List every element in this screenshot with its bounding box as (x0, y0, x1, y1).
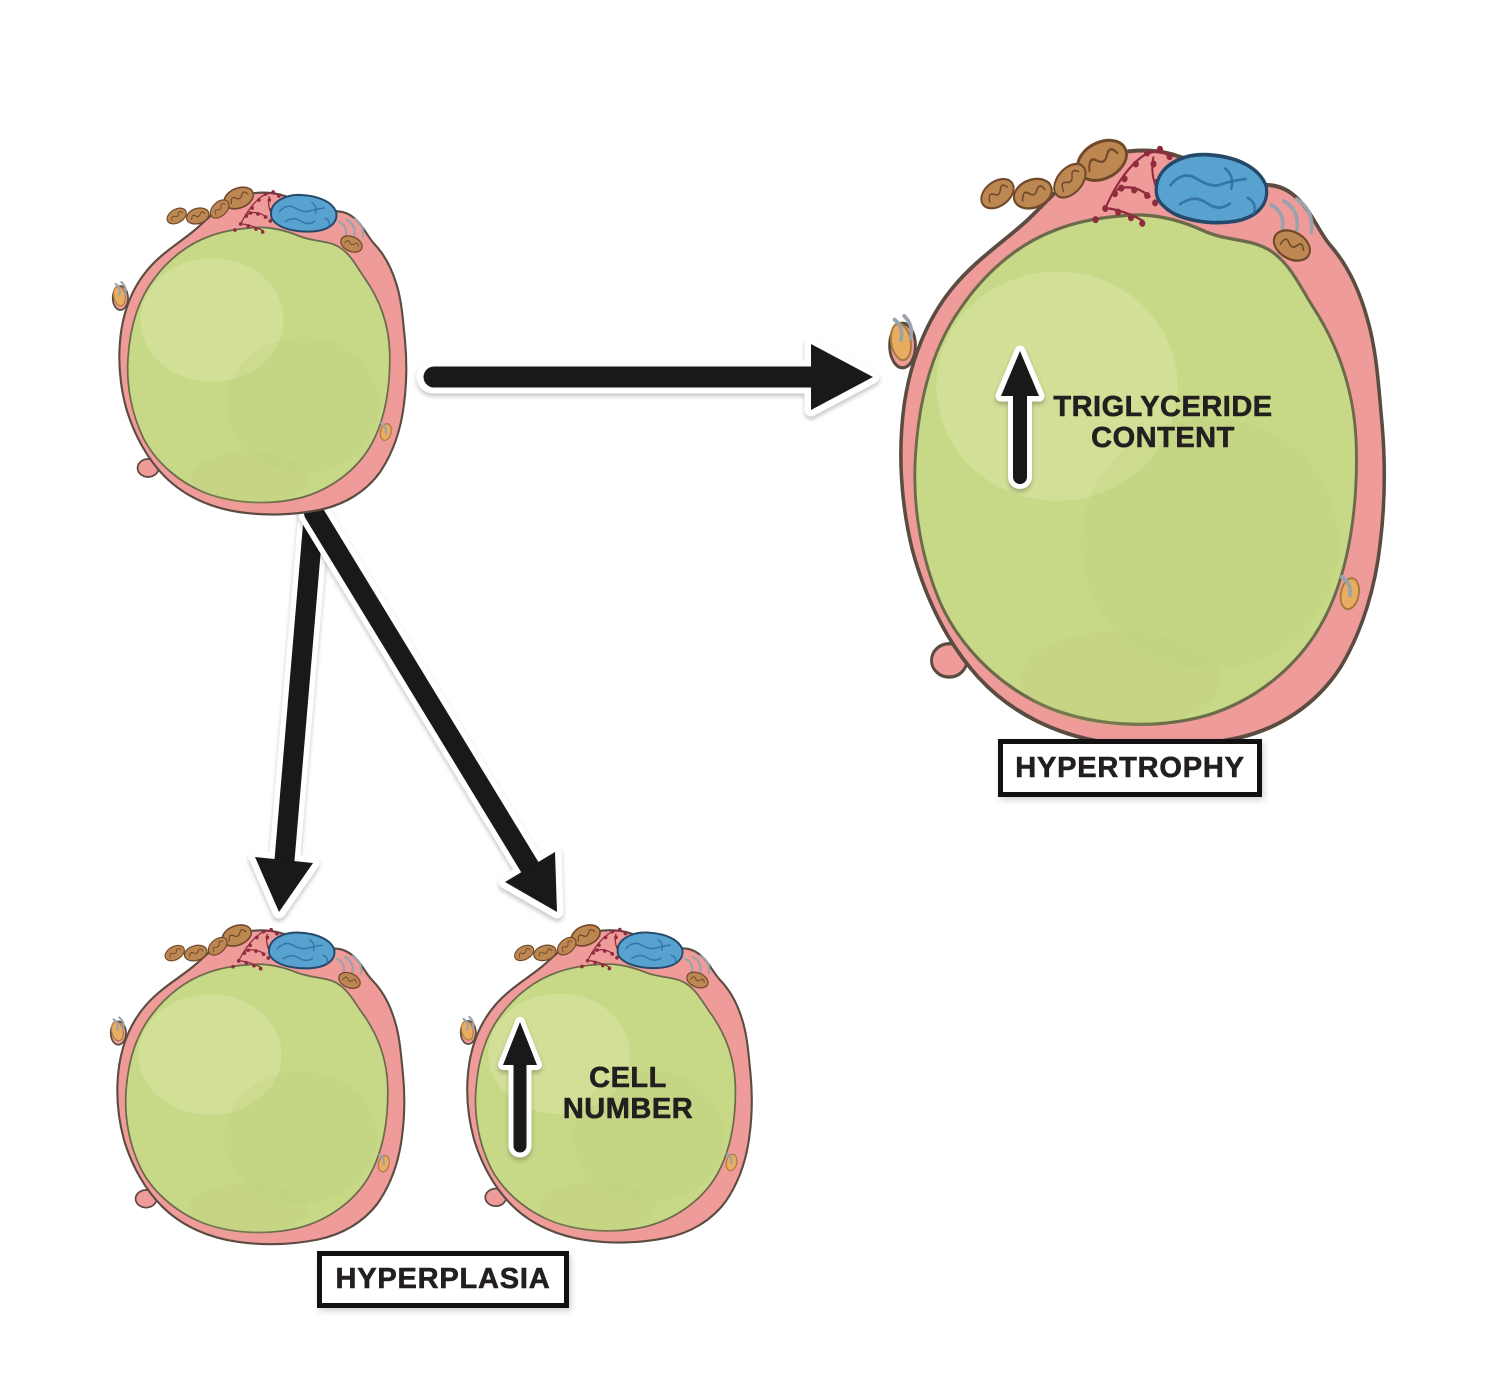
triglyceride-label-line1: TRIGLYCERIDE (1053, 391, 1273, 423)
increase-arrow-triglyceride-icon (995, 345, 1045, 489)
triglyceride-content-label: TRIGLYCERIDE CONTENT (1022, 391, 1304, 454)
cell-number-label-line1: CELL (589, 1062, 667, 1094)
cell-number-label-line2: NUMBER (562, 1093, 694, 1125)
hyperplasia-adipocyte-left (110, 921, 404, 1244)
arrow-to-hyperplasia-right-icon (298, 497, 564, 919)
original-adipocyte (112, 183, 406, 514)
arrow-to-hyperplasia-left-icon (248, 497, 330, 919)
cell-number-label: CELL NUMBER (528, 1062, 728, 1125)
hypertrophy-label: HYPERTROPHY (998, 739, 1262, 797)
arrow-to-hypertrophy-icon (416, 337, 880, 417)
increase-arrow-cell-number-icon (498, 1017, 542, 1158)
triglyceride-label-line2: CONTENT (1091, 422, 1235, 454)
hyperplasia-label: HYPERPLASIA (317, 1251, 569, 1308)
